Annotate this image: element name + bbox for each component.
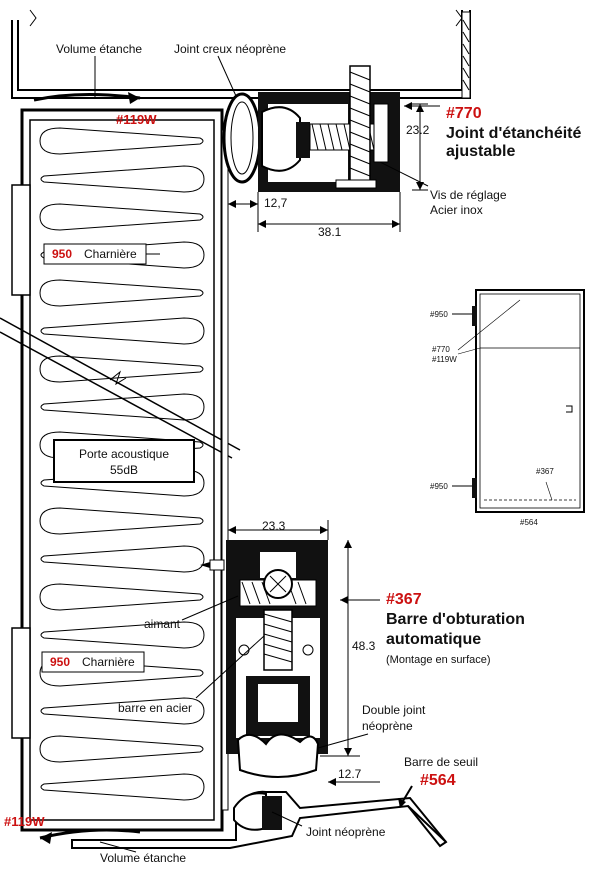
label-porte-1: Porte acoustique — [79, 447, 169, 461]
infill-loop — [40, 773, 205, 801]
label-porte-2: 55dB — [110, 463, 138, 477]
hinge-top-tag — [43, 243, 147, 265]
mini-564: #564 — [520, 518, 538, 527]
mini-770: #770 — [432, 345, 450, 354]
label-seuil: Barre de seuil — [404, 755, 478, 769]
mini-elevation — [452, 289, 585, 513]
label-38-1: 38.1 — [318, 225, 342, 239]
mini-367: #367 — [536, 467, 554, 476]
mini-119w: #119W — [432, 355, 457, 364]
acoustic-infill — [39, 127, 205, 801]
label-charniere-top: Charnière — [84, 247, 137, 261]
label-119w-top: #119W — [116, 112, 157, 127]
label-volume-bot: Volume étanche — [100, 851, 186, 865]
door-tag — [53, 439, 195, 483]
mini-950-top: #950 — [430, 310, 448, 319]
label-joint-ajustable-1: Joint d'étanchéité — [446, 125, 581, 142]
infill-loop — [39, 203, 204, 231]
label-564: #564 — [420, 772, 456, 789]
label-joint-ajustable-2: ajustable — [446, 143, 515, 160]
infill-loop — [40, 317, 205, 345]
label-367: #367 — [386, 591, 422, 608]
mini-950-bot: #950 — [430, 482, 448, 491]
label-double-joint-1: Double joint — [362, 703, 426, 717]
label-950-top: 950 — [52, 247, 72, 261]
label-volume-top: Volume étanche — [56, 42, 142, 56]
label-double-joint-2: néoprène — [362, 719, 413, 733]
label-montage: (Montage en surface) — [386, 654, 491, 666]
label-joint-neo: Joint néoprène — [306, 825, 386, 839]
leaders — [94, 55, 369, 853]
label-barre-acier: barre en acier — [118, 701, 192, 715]
threshold-564 — [71, 785, 448, 849]
label-vis-1: Vis de réglage — [430, 188, 507, 202]
label-950-bot: 950 — [50, 655, 70, 669]
label-aimant: aimant — [144, 617, 181, 631]
label-joint-creux: Joint creux néoprène — [174, 42, 286, 56]
infill-loop — [40, 545, 205, 573]
label-12-7-top: 12,7 — [264, 196, 288, 210]
infill-loop — [39, 583, 204, 611]
hinge-bottom — [11, 627, 31, 739]
infill-loop — [39, 279, 204, 307]
label-barre-2: automatique — [386, 631, 481, 648]
hinge-bottom-tag — [41, 651, 145, 673]
infill-loop — [40, 697, 205, 725]
infill-loop — [40, 165, 205, 193]
seal-367-section — [200, 540, 328, 778]
seal-770-section — [222, 65, 400, 192]
label-12-7-bot: 12.7 — [338, 767, 362, 781]
break-lines — [0, 317, 241, 459]
swing-arrows — [33, 92, 141, 844]
infill-loop — [39, 127, 204, 155]
label-770: #770 — [446, 105, 482, 122]
infill-loop — [40, 621, 205, 649]
label-119w-bot: #119W — [4, 814, 45, 829]
label-barre-1: Barre d'obturation — [386, 611, 525, 628]
hinge-top — [11, 184, 31, 296]
label-48-3: 48.3 — [352, 639, 376, 653]
label-charniere-bot: Charnière — [82, 655, 135, 669]
infill-loop — [40, 393, 205, 421]
dims-367 — [227, 520, 380, 786]
infill-loop — [39, 507, 204, 535]
dims-770 — [227, 102, 440, 232]
label-23-3: 23.3 — [262, 519, 286, 533]
label-vis-2: Acier inox — [430, 203, 483, 217]
infill-loop — [39, 735, 204, 763]
label-23-2: 23.2 — [406, 123, 430, 137]
